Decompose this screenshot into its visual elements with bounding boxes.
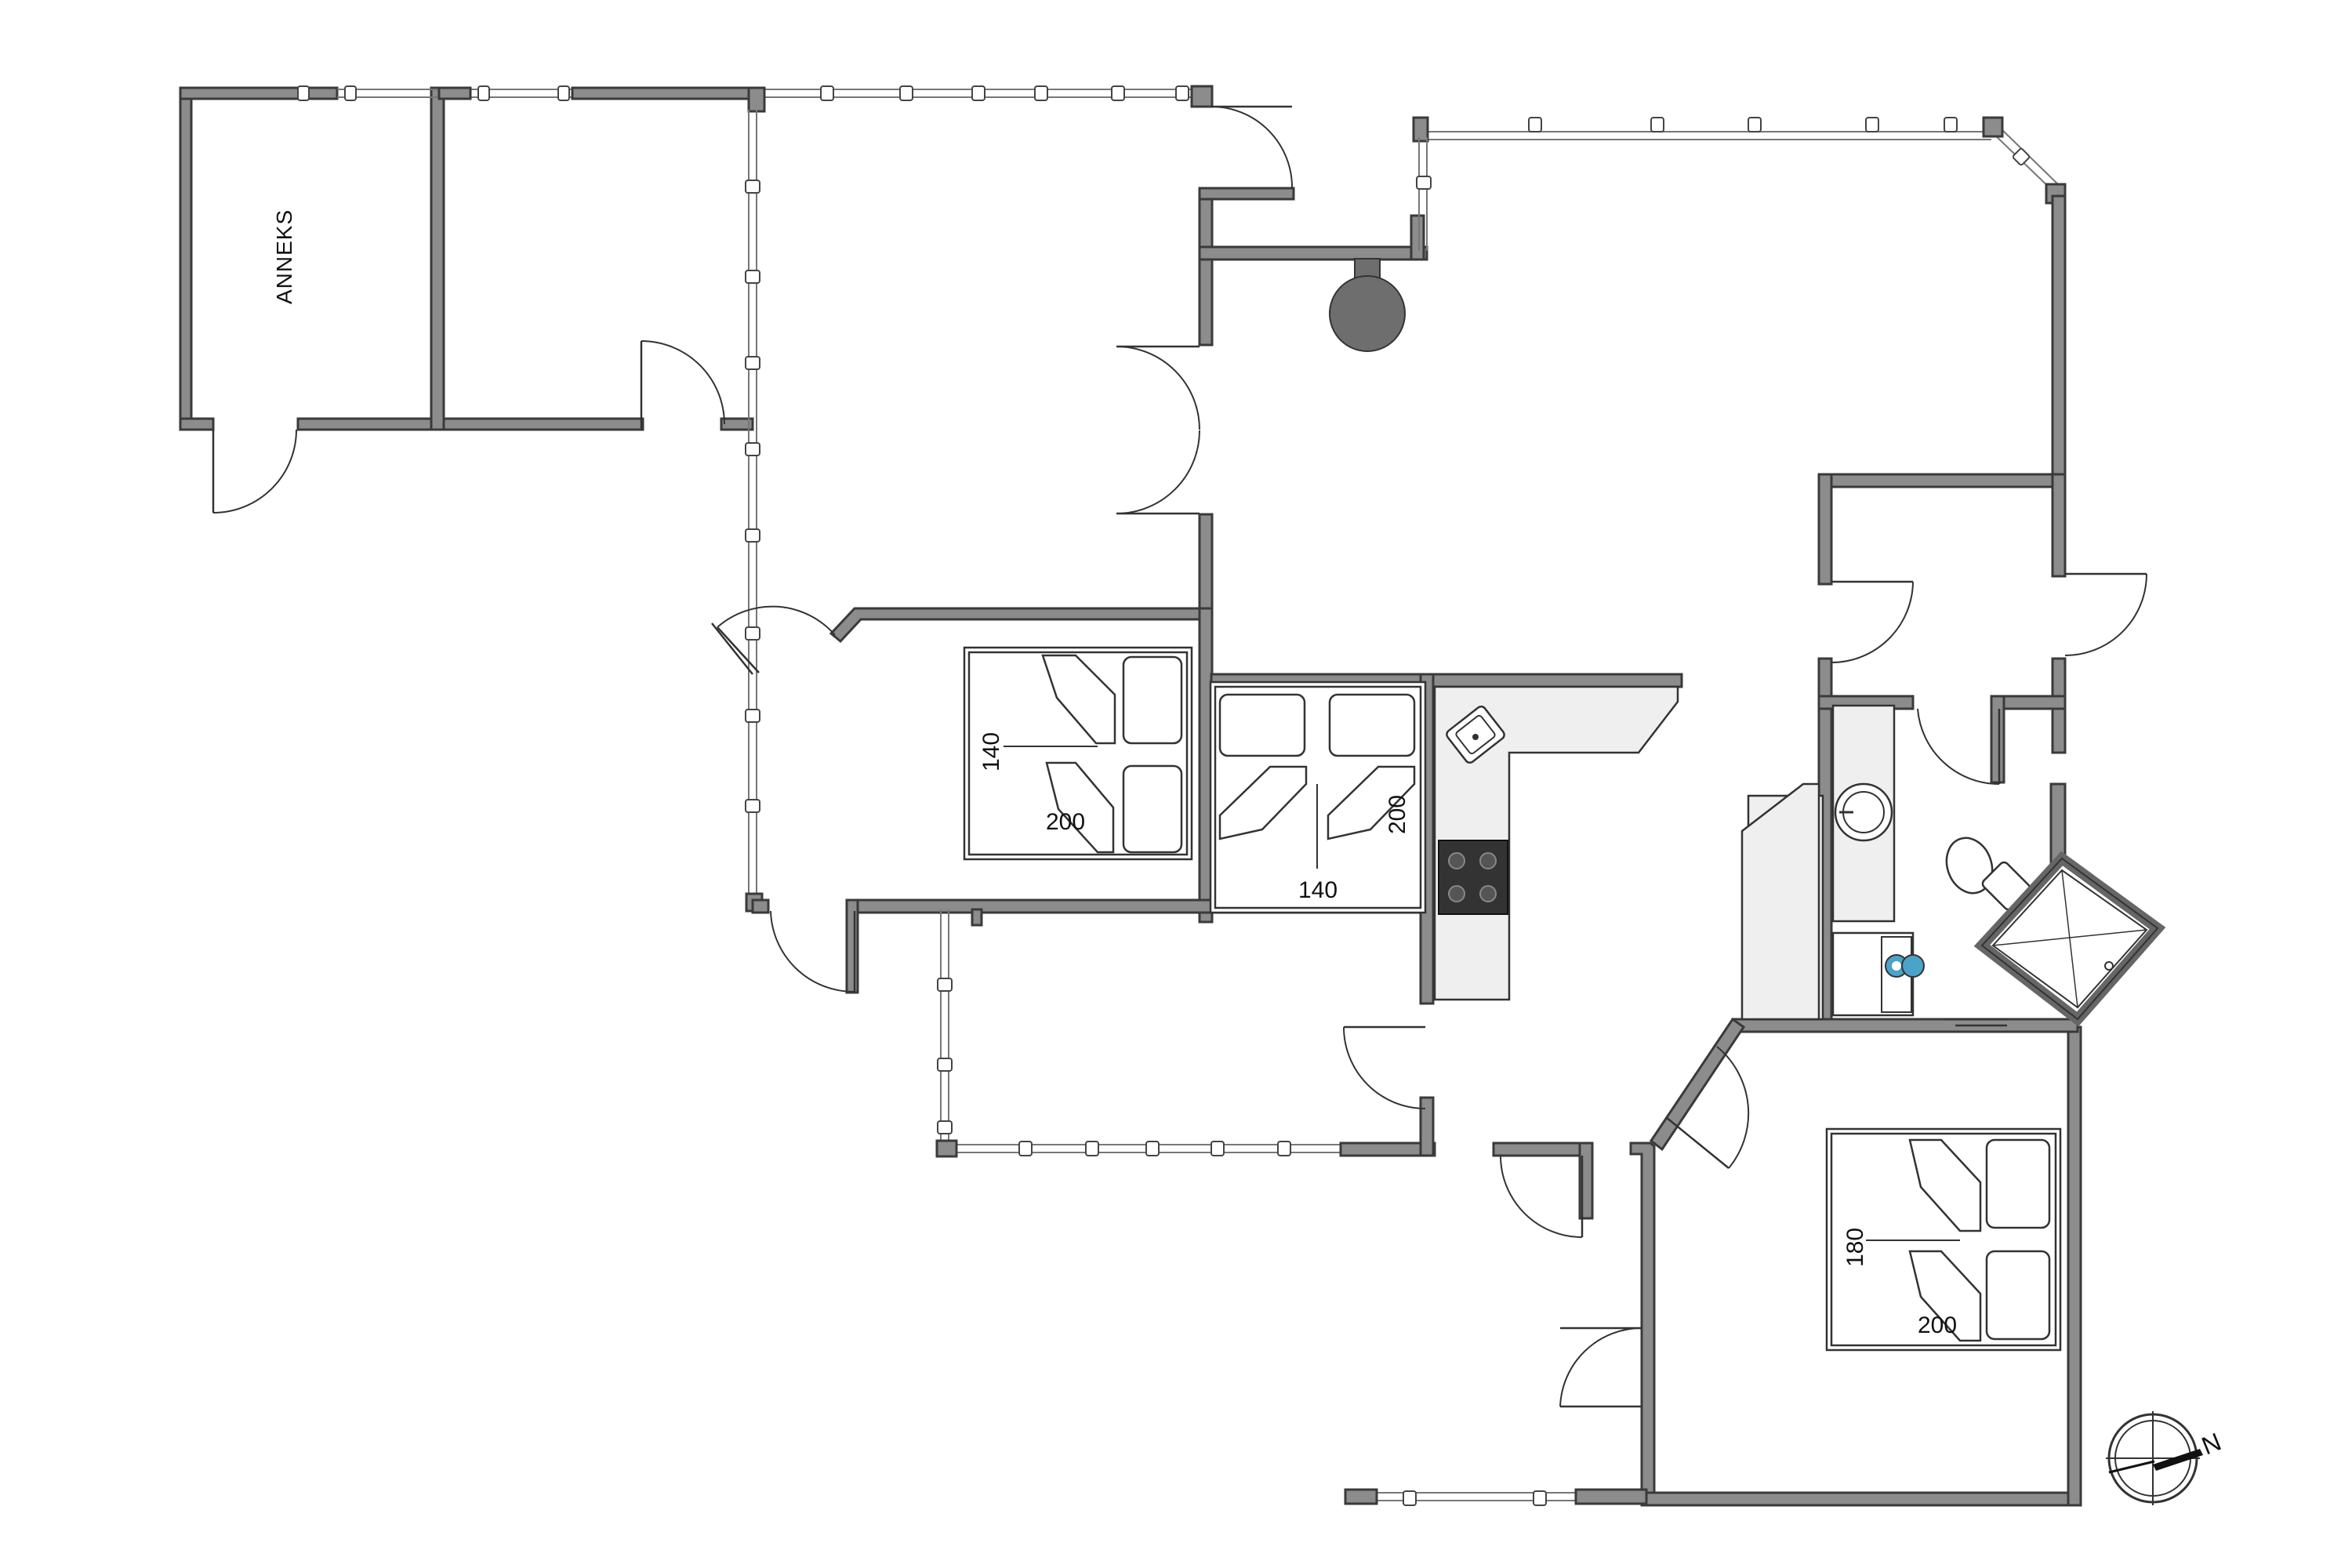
kitchen-counter [1433,685,1824,1021]
annex: ANNEKS [179,86,754,431]
bed-east: 180 200 [1825,1127,2062,1352]
annex-top-windows [297,85,754,101]
bed-west-width: 140 [978,732,1004,771]
doors [212,105,2147,1408]
bed-east-length: 200 [1918,1312,1957,1338]
bed-west-length: 200 [1046,809,1085,835]
bed-center-length: 200 [1385,795,1410,834]
stove-icon [1438,840,1508,915]
bed-east-width: 180 [1842,1228,1868,1267]
bed-west: 140 200 [963,646,1193,861]
annex-label: ANNEKS [272,209,296,304]
bed-center: 140 200 [1209,681,1427,914]
shower-icon [1973,851,2166,1027]
window-markers [745,85,2031,1506]
compass-icon: N [2106,1411,2225,1505]
main-walls [745,85,2082,1507]
bed-center-width: 140 [1298,877,1338,903]
kitchen-sink-icon [1446,706,1505,764]
washbasin-icon [1834,782,1893,842]
washing-machine-icon [1831,931,1925,1017]
fireplace-icon [1329,258,1406,352]
